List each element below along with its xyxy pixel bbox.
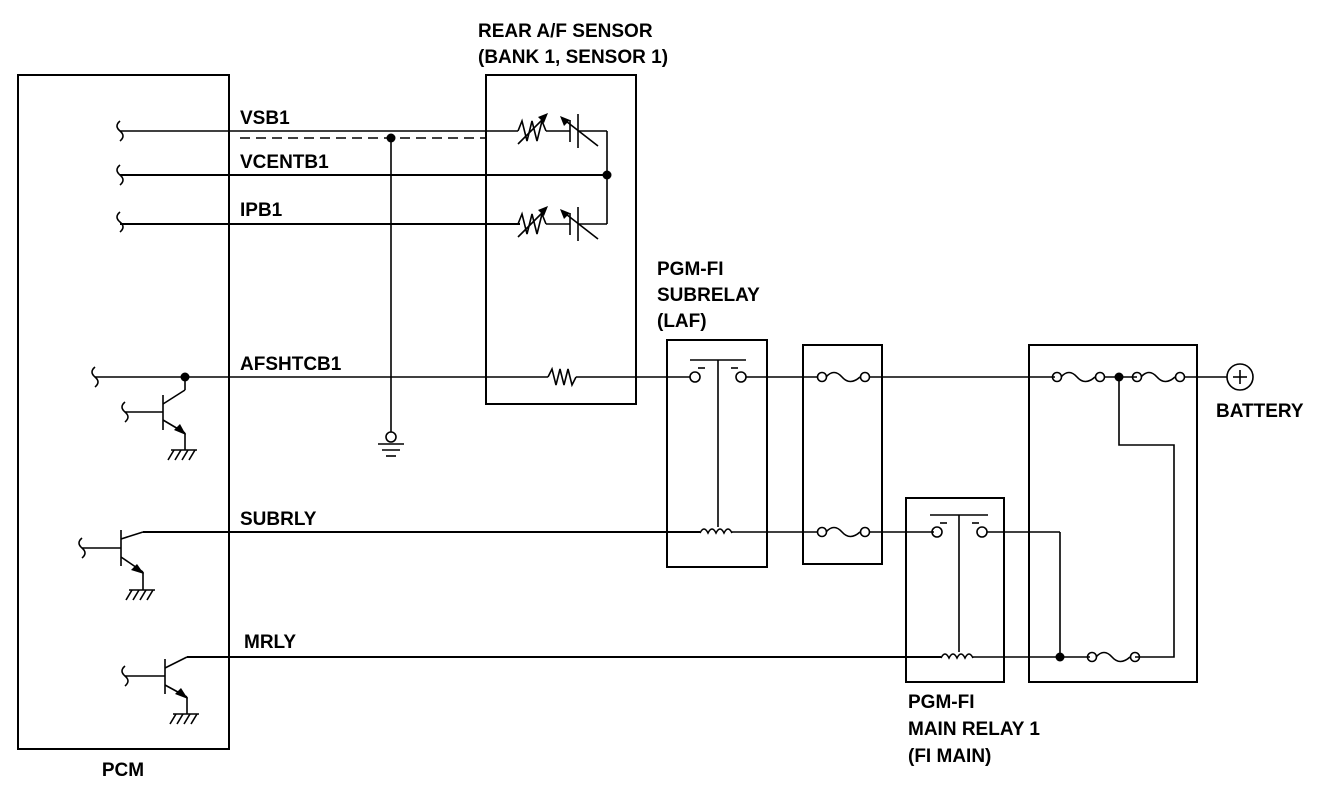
afshtcb1-label: AFSHTCB1 [240,354,342,375]
subrelay-box [666,339,768,568]
heater-resistor [547,366,577,388]
fuse-right-bottom [1086,651,1141,663]
main-relay-box [905,497,1005,683]
afshtcb1-driver-arrow [174,424,186,435]
sensor-cell-bottom [517,207,607,241]
rear-af-sensor-label-2: (BANK 1, SENSOR 1) [478,47,668,68]
vsb1-label: VSB1 [240,108,290,129]
main-relay-junction [1055,652,1065,662]
fuse-box-right [1028,344,1198,683]
battery-symbol [1226,363,1254,391]
mrly-label: MRLY [244,632,296,653]
fuse-right-bypass [1118,377,1175,658]
sensor-cell-top-arrow-1 [538,113,548,123]
battery-label: BATTERY [1216,401,1304,422]
afshtcb1-junction [180,372,190,382]
shield-ground [378,138,404,457]
sensor-cell-bottom-arrow-1 [538,206,548,216]
sensor-common-junction [602,170,612,180]
main-relay-switch [930,514,1061,657]
rear-af-sensor-box [485,74,637,405]
fuse-middle-top [816,371,1055,383]
subrly-driver-transistor [78,530,155,601]
pcm-box [17,74,230,750]
fuse-middle-bottom [816,526,934,538]
rear-af-sensor-label-1: REAR A/F SENSOR [478,21,653,42]
vcentb1-label: VCENTB1 [240,152,329,173]
subrelay-coil [699,528,733,535]
subrelay-label-1: PGM-FI [657,259,724,280]
sensor-cell-bottom-arrow-2 [560,209,570,219]
mrly-driver-arrow [175,688,188,699]
fuse-right-top-left [1051,371,1137,383]
subrelay-label-2: SUBRELAY [657,285,760,306]
ipb1-label: IPB1 [240,200,283,221]
subrelay-label-3: (LAF) [657,311,707,332]
subrly-label: SUBRLY [240,509,317,530]
fuse-right-top-right [1131,371,1227,383]
main-relay-label-1: PGM-FI [908,692,975,713]
subrelay-switch [689,359,818,527]
shield-junction [386,133,396,143]
main-relay-label-3: (FI MAIN) [908,746,991,767]
subrly-driver-arrow [131,564,144,574]
sensor-cell-top-arrow-2 [560,116,570,126]
afshtcb1-driver-transistor [121,377,197,461]
main-relay-label-2: MAIN RELAY 1 [908,719,1040,740]
pcm-terminals [91,120,124,388]
main-relay-coil [940,653,974,660]
pcm-label: PCM [102,760,144,781]
mrly-driver-transistor [121,656,199,725]
fuse-box-middle [802,344,883,565]
